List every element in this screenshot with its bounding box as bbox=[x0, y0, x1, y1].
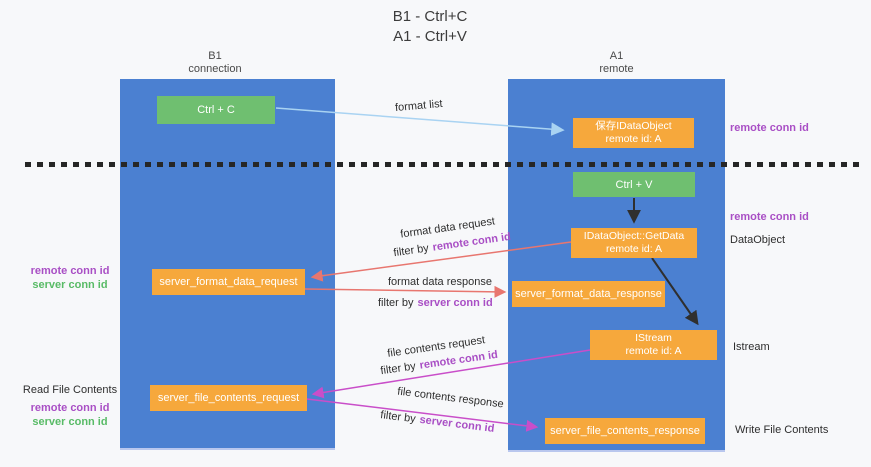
node-istream-line2: remote id: A bbox=[625, 345, 682, 357]
annotation-remote-conn-id-top-right: remote conn id bbox=[730, 122, 809, 134]
node-server-format-data-response-label: server_format_data_response bbox=[515, 288, 662, 300]
node-istream-line1: IStream bbox=[635, 332, 672, 344]
annotation-left-mid-server-conn-id: server conn id bbox=[32, 279, 108, 291]
label-format-data-response: format data response bbox=[388, 276, 492, 288]
node-server-file-contents-request-label: server_file_contents_request bbox=[157, 392, 300, 404]
node-ctrl-v-label: Ctrl + V bbox=[615, 178, 653, 191]
node-save-idataobject-line1: 保存IDataObject bbox=[595, 120, 672, 132]
arrow-file-contents-request bbox=[311, 349, 591, 399]
node-server-file-contents-response-label: server_file_contents_response bbox=[550, 425, 700, 437]
lane-header-b1: B1 connection bbox=[140, 50, 290, 76]
server-conn-id-text: server conn id bbox=[417, 297, 493, 309]
node-server-file-contents-request: server_file_contents_request bbox=[150, 385, 307, 411]
annotation-remote-conn-id-mid-right: remote conn id bbox=[730, 211, 809, 223]
node-ctrl-v: Ctrl + V bbox=[573, 172, 695, 197]
lane-a1-subtitle: remote bbox=[599, 63, 634, 75]
annotation-dataobject: DataObject bbox=[730, 234, 786, 246]
node-ctrl-c-label: Ctrl + C bbox=[197, 104, 235, 116]
node-getdata-line1: IDataObject::GetData bbox=[583, 230, 685, 242]
node-server-format-data-request: server_format_data_request bbox=[152, 269, 305, 295]
annotation-left-bottom-server-conn-id: server conn id bbox=[32, 416, 108, 428]
annotation-istream: Istream bbox=[733, 341, 770, 353]
title-line-b1: B1 - Ctrl+C bbox=[392, 8, 468, 25]
lane-b1-subtitle: connection bbox=[188, 63, 242, 75]
node-istream: IStream remote id: A bbox=[590, 330, 717, 360]
annotation-left-mid-remote-conn-id: remote conn id bbox=[30, 265, 110, 277]
filter-by-text: filter by bbox=[378, 297, 414, 309]
diagram-title: B1 - Ctrl+C A1 - Ctrl+V bbox=[280, 7, 580, 47]
node-idataobject-getdata: IDataObject::GetData remote id: A bbox=[571, 228, 697, 258]
arrow-getdata-to-istream bbox=[651, 257, 699, 326]
annotation-read-file-contents: Read File Contents bbox=[22, 384, 118, 396]
title-line-a1: A1 - Ctrl+V bbox=[393, 28, 467, 45]
arrow-file-contents-response bbox=[306, 398, 539, 432]
annotation-write-file-contents: Write File Contents bbox=[735, 424, 829, 436]
annotation-left-bottom-remote-conn-id: remote conn id bbox=[30, 402, 110, 414]
arrow-format-data-response bbox=[304, 285, 507, 298]
lane-header-a1: A1 remote bbox=[508, 50, 725, 76]
node-ctrl-c: Ctrl + C bbox=[157, 96, 275, 124]
node-save-idataobject: 保存IDataObject remote id: A bbox=[573, 118, 694, 148]
node-getdata-line2: remote id: A bbox=[605, 243, 663, 255]
arrow-format-list bbox=[275, 107, 565, 136]
node-server-format-data-request-label: server_format_data_request bbox=[159, 276, 298, 288]
annotation-left-read-file-contents-block: Read File Contents remote conn id server… bbox=[5, 383, 135, 429]
node-server-file-contents-response: server_file_contents_response bbox=[545, 418, 705, 444]
session-divider-dashed-line bbox=[25, 162, 860, 167]
lane-a1-name: A1 bbox=[609, 50, 624, 62]
annotation-left-conn-ids-mid: remote conn id server conn id bbox=[5, 264, 135, 292]
lane-b1-name: B1 bbox=[208, 50, 222, 62]
node-server-format-data-response: server_format_data_response bbox=[512, 281, 665, 307]
node-save-idataobject-line2: remote id: A bbox=[605, 133, 662, 145]
arrow-format-data-request bbox=[310, 241, 572, 282]
